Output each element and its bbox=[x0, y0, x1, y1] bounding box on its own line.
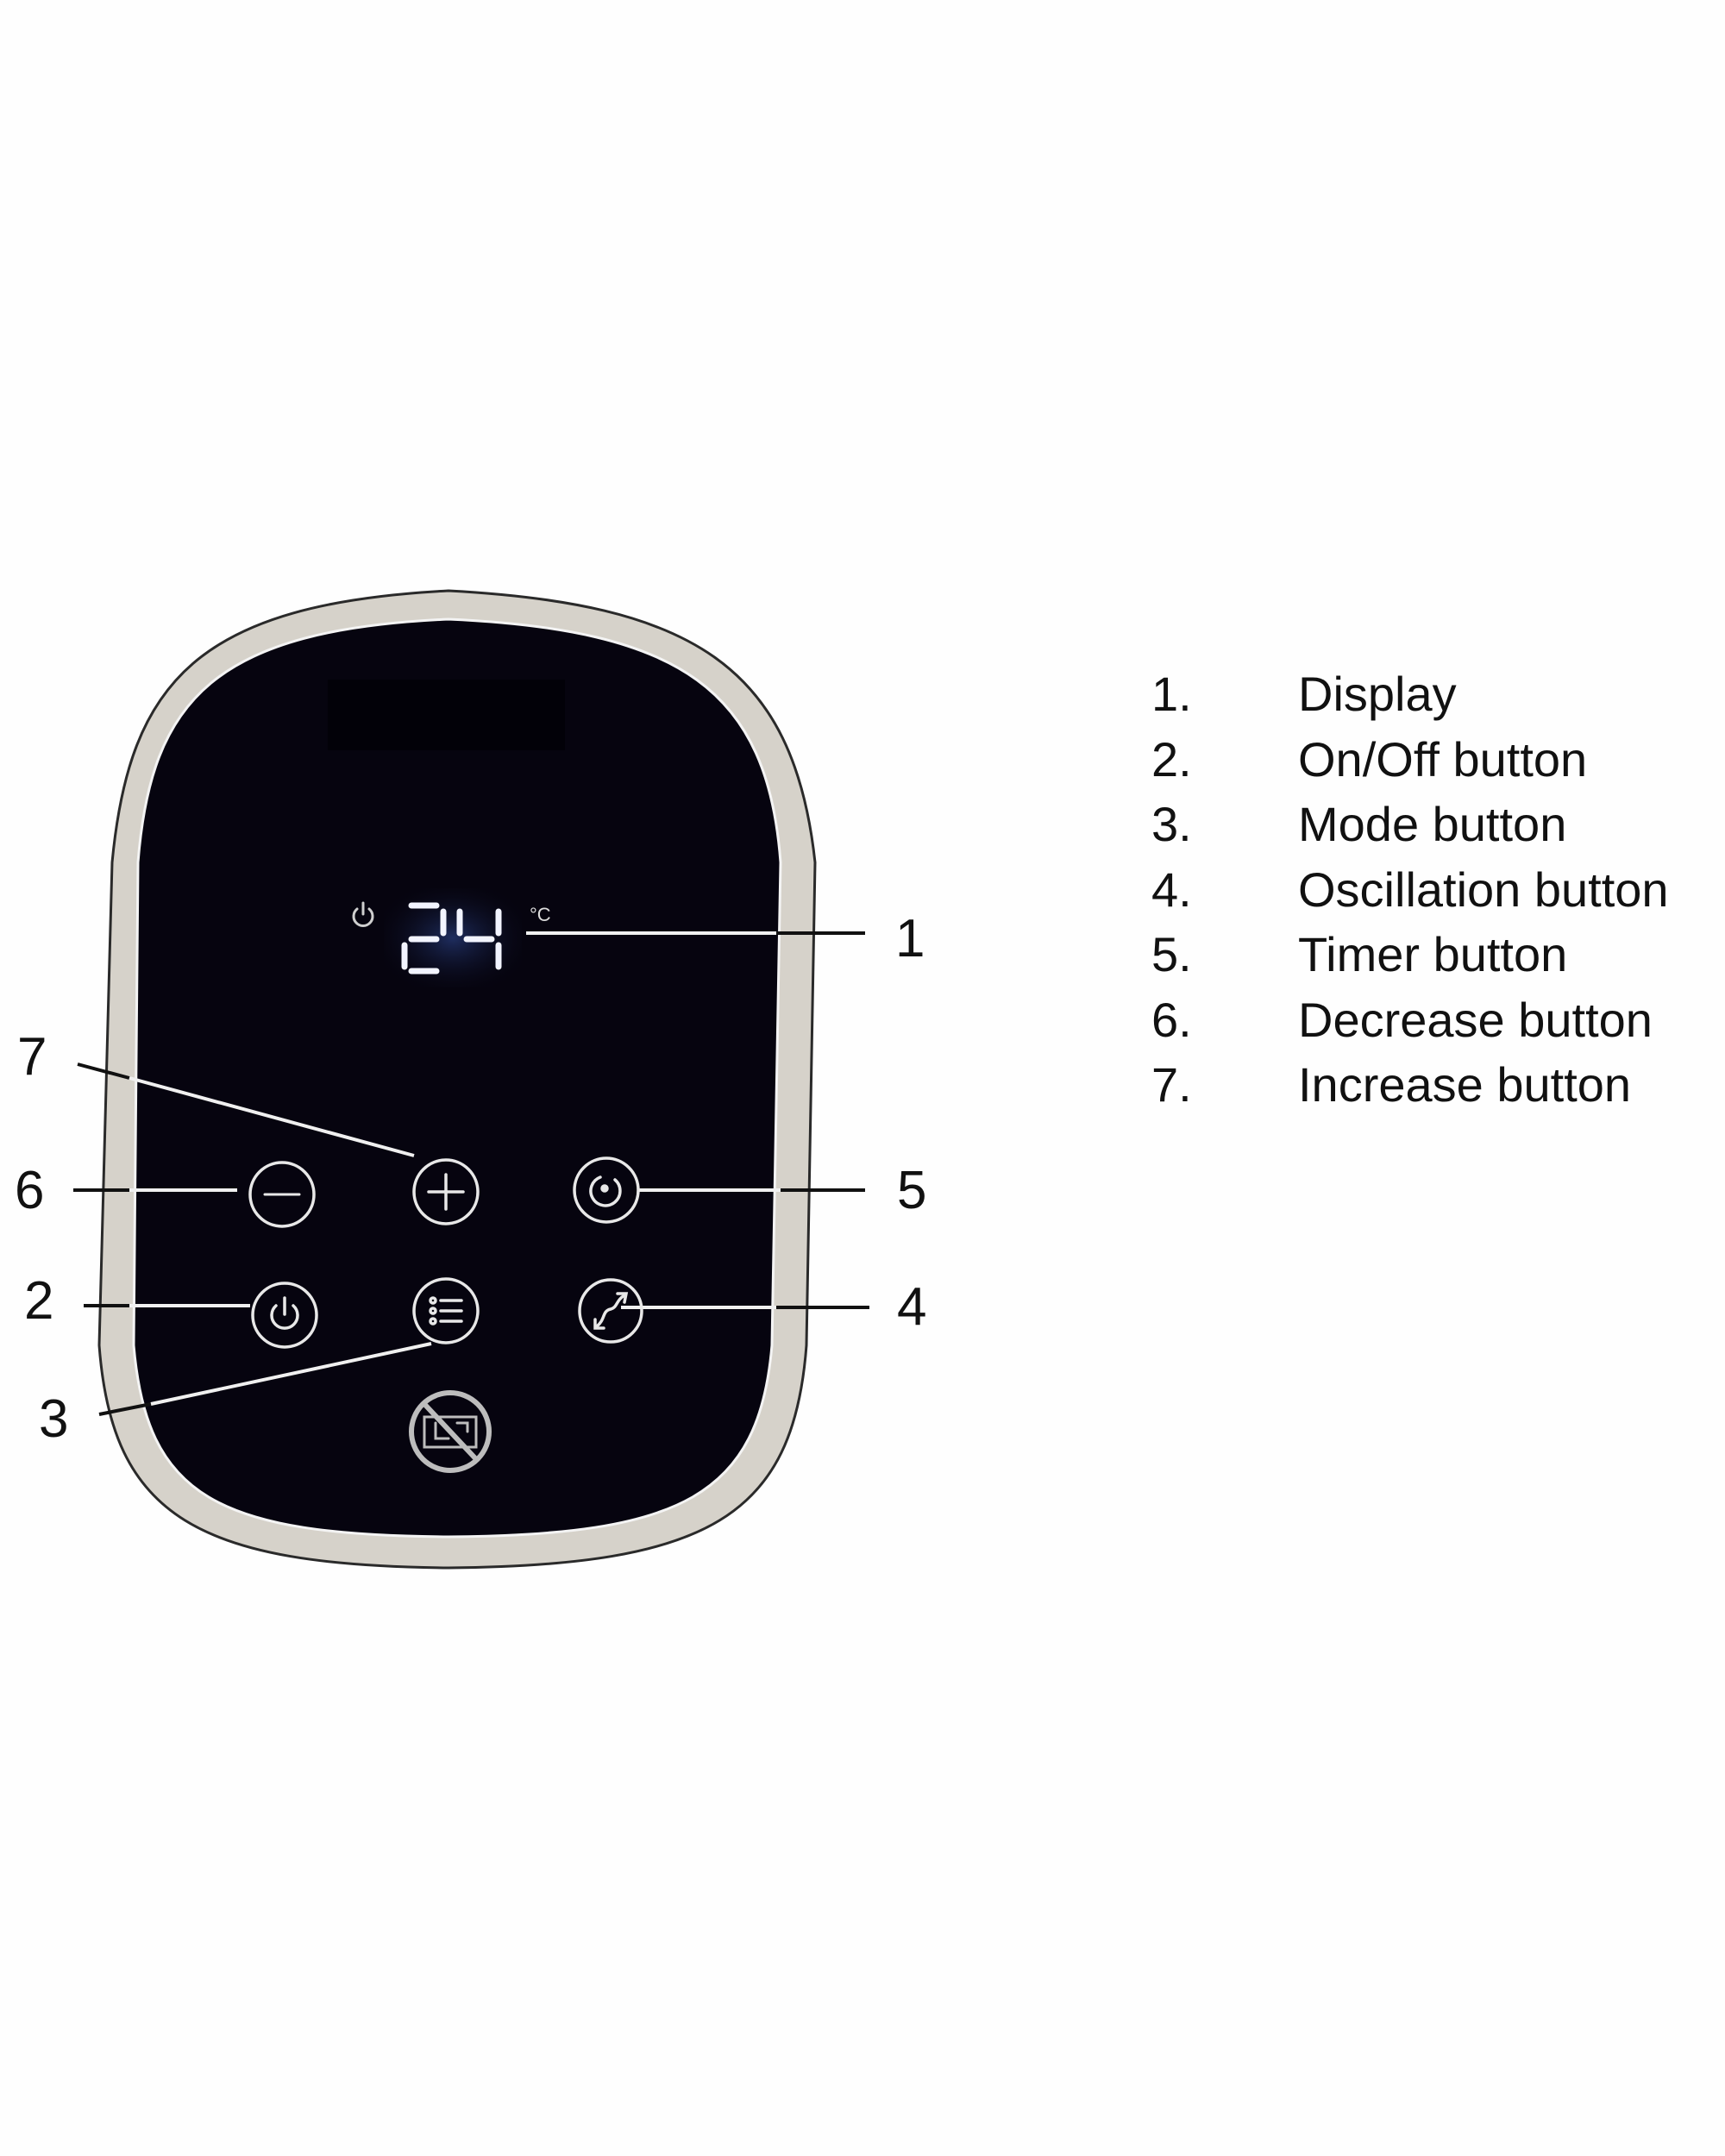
sensor-window bbox=[328, 680, 565, 750]
temperature-unit: °C bbox=[530, 904, 551, 925]
legend-number: 3. bbox=[1151, 797, 1192, 851]
callout-3: 3 bbox=[39, 1389, 69, 1449]
legend-number: 4. bbox=[1151, 862, 1192, 917]
on-off-button[interactable] bbox=[253, 1283, 317, 1347]
seven-segment-display bbox=[401, 902, 502, 975]
legend-label: Decrease button bbox=[1298, 992, 1653, 1047]
legend-label: On/Off button bbox=[1298, 731, 1588, 787]
list-icon bbox=[412, 1277, 480, 1344]
child-lock-button[interactable] bbox=[411, 1393, 489, 1470]
legend-label: Timer button bbox=[1298, 927, 1568, 981]
mode-button[interactable] bbox=[414, 1279, 478, 1343]
legend-label: Display bbox=[1298, 667, 1457, 721]
callout-lines bbox=[73, 931, 869, 1416]
legend-number: 1. bbox=[1151, 667, 1192, 721]
legend-number: 6. bbox=[1151, 992, 1192, 1047]
oscillation-button[interactable] bbox=[580, 1280, 642, 1342]
legend-label: Mode button bbox=[1298, 797, 1567, 851]
legend-label: Increase button bbox=[1298, 1057, 1632, 1112]
legend-number: 5. bbox=[1151, 927, 1192, 981]
callout-4: 4 bbox=[897, 1277, 927, 1337]
plus-icon bbox=[412, 1158, 480, 1225]
display-glow bbox=[384, 888, 522, 987]
callout-6: 6 bbox=[15, 1161, 45, 1220]
timer-icon bbox=[573, 1156, 640, 1224]
no-lock-icon bbox=[409, 1390, 492, 1473]
legend-label: Oscillation button bbox=[1298, 862, 1669, 917]
legend-number: 7. bbox=[1151, 1057, 1192, 1112]
oscillation-icon bbox=[578, 1278, 643, 1344]
callout-1: 1 bbox=[895, 909, 925, 968]
power-icon bbox=[251, 1282, 318, 1349]
callout-5: 5 bbox=[897, 1161, 927, 1220]
power-indicator-icon bbox=[352, 901, 374, 927]
timer-button[interactable] bbox=[574, 1158, 638, 1222]
increase-button[interactable] bbox=[414, 1160, 478, 1224]
callout-7: 7 bbox=[17, 1027, 47, 1087]
legend-number: 2. bbox=[1151, 731, 1192, 787]
decrease-button[interactable] bbox=[250, 1163, 314, 1226]
minus-icon bbox=[248, 1161, 316, 1228]
callout-2: 2 bbox=[24, 1271, 54, 1331]
